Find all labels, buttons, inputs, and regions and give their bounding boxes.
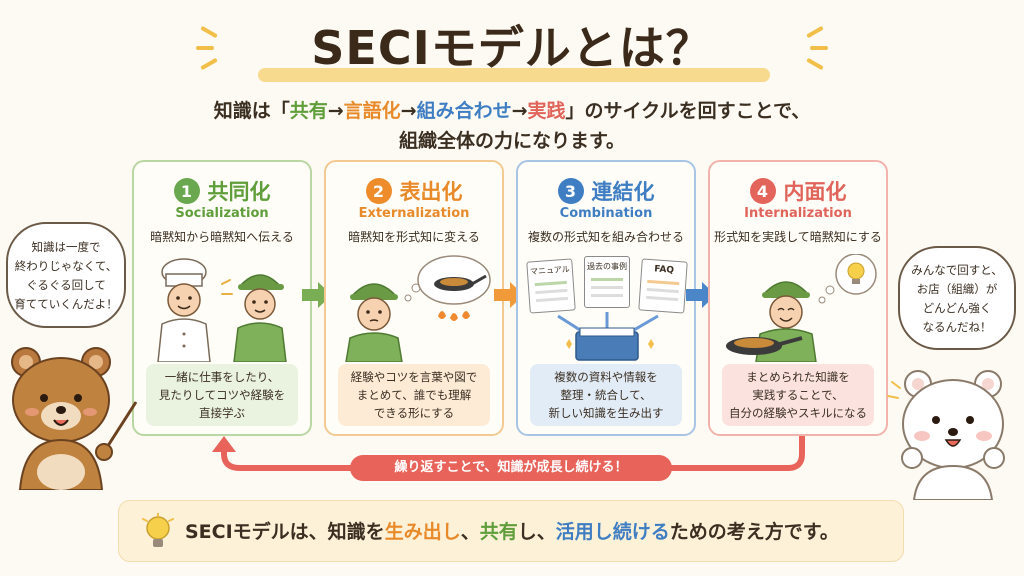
arrow-icon: → — [511, 100, 528, 122]
arrow-icon: → — [400, 100, 417, 122]
subtitle-text: 」のサイクルを回すことで、 — [565, 100, 811, 122]
document-label: 過去の事例 — [587, 262, 627, 271]
card-note: まとめられた知識を 実践することで、 自分の経験やスキルになる — [722, 364, 874, 426]
document-icon: 過去の事例 — [584, 256, 630, 308]
merge-arrows — [557, 312, 659, 361]
bubble-line: 育てていくんだよ！ — [14, 297, 118, 311]
card-externalization: 2 表出化 Externalization 暗黙知を形式知に変える 経験やコツを… — [324, 160, 504, 436]
card-combination: 3 連結化 Combination 複数の形式知を組み合わせる マニュアル 過去… — [516, 160, 696, 436]
card-header: 3 連結化 — [518, 176, 694, 206]
bubble-line: 終わりじゃなくて、 — [14, 259, 118, 273]
cook-figure — [345, 283, 403, 362]
thought-bubble — [818, 254, 877, 304]
card-description: 形式知を実践して暗黙知にする — [714, 230, 882, 244]
speech-bubble-left: 知識は一度で 終わりじゃなくて、 ぐるぐる回して 育てていくんだよ！ — [6, 222, 126, 328]
documents-illustration: マニュアル 過去の事例 FAQ — [518, 254, 694, 362]
summary-segment: 、 — [460, 521, 480, 543]
card-title: 表出化 — [399, 180, 463, 204]
card-note: 一緒に仕事をしたり、 見たりしてコツや経験を 直接学ぶ — [146, 364, 298, 426]
card-title: 内面化 — [783, 180, 847, 204]
note-line: 経験やコツを言葉や図で — [350, 370, 478, 384]
card-english-title: Internalization — [744, 206, 852, 221]
thinking-cook-illustration — [345, 255, 491, 362]
summary-share: 共有 — [479, 521, 518, 543]
card-socialization: 1 共同化 Socialization 暗黙知から暗黙知へ伝える 一緒に仕事をし… — [132, 160, 312, 436]
step-number: 1 — [173, 178, 200, 204]
card-internalization: 4 内面化 Internalization 形式知を実践して暗黙知にする まとめ… — [708, 160, 888, 436]
note-line: まとめられた知識を — [746, 370, 850, 384]
arrow-icon: → — [327, 100, 344, 122]
cook-figure — [755, 281, 817, 362]
cooking-illustration — [726, 254, 877, 362]
subtitle: 知識は「共有→言語化→組み合わせ→実践」のサイクルを回すことで、 組織全体の力に… — [0, 96, 1024, 156]
step-number: 4 — [749, 178, 776, 204]
step-number: 2 — [365, 178, 392, 204]
note-line: 新しい知識を生み出す — [548, 406, 664, 420]
card-english-title: Socialization — [175, 206, 269, 221]
summary-segment: SECIモデルは、知識を — [185, 521, 385, 543]
note-line: 直接学ぶ — [199, 406, 245, 420]
subtitle-share: 共有 — [289, 100, 328, 122]
note-line: まとめて、誰でも理解 — [356, 388, 472, 402]
bubble-line: ぐるぐる回して — [26, 278, 106, 292]
subtitle-line1: 知識は「共有→言語化→組み合わせ→実践」のサイクルを回すことで、 — [0, 96, 1024, 126]
thought-bubble — [404, 255, 491, 305]
bubble-line: 知識は一度で — [31, 240, 101, 254]
subtitle-text: 知識は「 — [213, 100, 290, 122]
bubble-line: お店（組織）が — [916, 282, 998, 296]
lightbulb-icon — [142, 513, 174, 547]
card-description: 暗黙知から暗黙知へ伝える — [150, 230, 294, 244]
page-title: SECIモデルとは？ — [311, 21, 713, 75]
cycle-label: 繰り返すことで、知識が成長し続ける！ — [350, 455, 672, 481]
card-header: 4 内面化 — [710, 176, 886, 206]
brown-bear-mascot — [11, 347, 138, 490]
bubble-line: みんなで回すと、 — [911, 263, 1003, 277]
note-line: 整理・統合して、 — [560, 388, 652, 402]
card-title: 共同化 — [207, 180, 271, 204]
subtitle-language: 言語化 — [343, 100, 401, 122]
note-line: 複数の資料や情報を — [554, 370, 658, 384]
subtitle-practice: 実践 — [527, 100, 566, 122]
chefs-illustration — [157, 258, 287, 362]
chef-figure — [157, 258, 211, 362]
card-note: 複数の資料や情報を 整理・統合して、 新しい知識を生み出す — [530, 364, 682, 426]
bubble-line: どんどん強く — [922, 301, 992, 315]
white-bear-mascot — [887, 370, 1005, 500]
card-english-title: Combination — [559, 206, 653, 221]
card-description: 複数の形式知を組み合わせる — [527, 230, 684, 244]
card-header: 1 共同化 — [134, 176, 310, 206]
card-description: 暗黙知を形式知に変える — [348, 230, 480, 244]
summary-segment: し、 — [517, 521, 556, 543]
step-number: 3 — [557, 178, 584, 204]
subtitle-line2: 組織全体の力になります。 — [398, 130, 626, 152]
note-line: できる形にする — [373, 406, 455, 420]
note-line: 見たりしてコツや経験を — [158, 388, 286, 402]
subtitle-combine: 組み合わせ — [416, 100, 512, 122]
summary-text: SECIモデルは、知識を生み出し、共有し、活用し続けるための考え方です。 — [185, 501, 839, 563]
trainee-figure — [233, 274, 287, 362]
note-line: 自分の経験やスキルになる — [729, 406, 867, 420]
note-line: 実践することで、 — [752, 388, 844, 402]
card-header: 2 表出化 — [326, 176, 502, 206]
card-note: 経験やコツを言葉や図で まとめて、誰でも理解 できる形にする — [338, 364, 490, 426]
note-line: 一緒に仕事をしたり、 — [164, 370, 280, 384]
card-title: 連結化 — [591, 180, 655, 204]
title-highlight — [258, 68, 770, 82]
summary-banner: SECIモデルは、知識を生み出し、共有し、活用し続けるための考え方です。 — [118, 500, 904, 562]
speech-bubble-right: みんなで回すと、 お店（組織）が どんどん強く なるんだね！ — [898, 246, 1016, 350]
summary-use: 活用し続ける — [555, 521, 670, 543]
summary-segment: ための考え方です。 — [669, 521, 839, 543]
bubble-line: なるんだね！ — [922, 320, 992, 334]
sparkle-icon — [196, 46, 214, 50]
summary-create: 生み出し — [384, 521, 461, 543]
card-english-title: Externalization — [358, 206, 470, 221]
sparkle-icon — [810, 46, 828, 50]
